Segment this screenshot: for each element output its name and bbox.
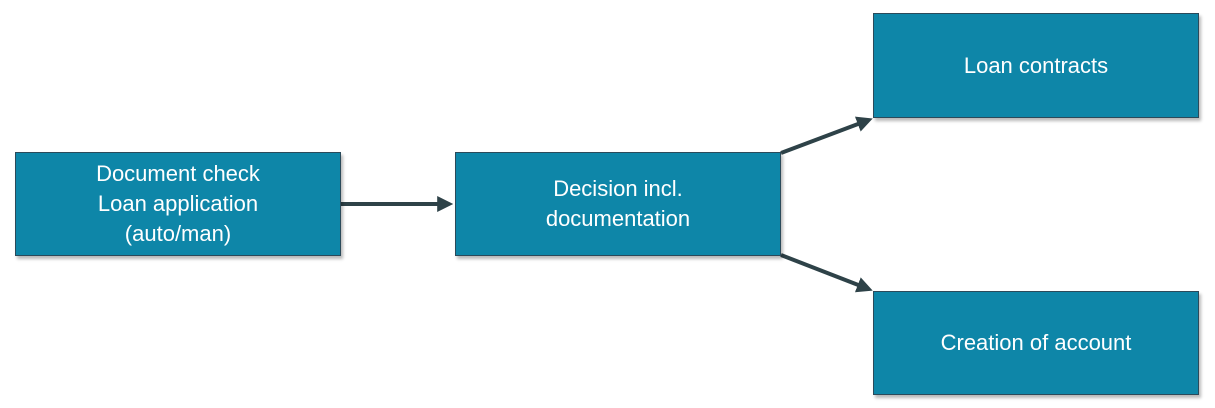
node-document-check-line-3: (auto/man) (124, 221, 232, 246)
node-creation-of-account: Creation of account (873, 291, 1199, 395)
node-decision: Decision incl. documentation (455, 152, 781, 256)
node-decision-line-2: documentation (545, 206, 691, 231)
node-creation-of-account-label: Creation of account (940, 330, 1132, 355)
node-decision-line-1: Decision incl. (553, 176, 683, 201)
arrow-decision-to-loan-contracts (780, 116, 873, 155)
node-loan-contracts: Loan contracts (873, 13, 1199, 118)
node-document-check-line-2: Loan application (97, 191, 259, 216)
node-loan-contracts-label: Loan contracts (963, 52, 1109, 78)
node-document-check-line-1: Document check (96, 161, 260, 186)
node-document-check: Document check Loan application (auto/ma… (15, 152, 341, 256)
arrow-decision-to-creation-of-account (780, 253, 873, 293)
